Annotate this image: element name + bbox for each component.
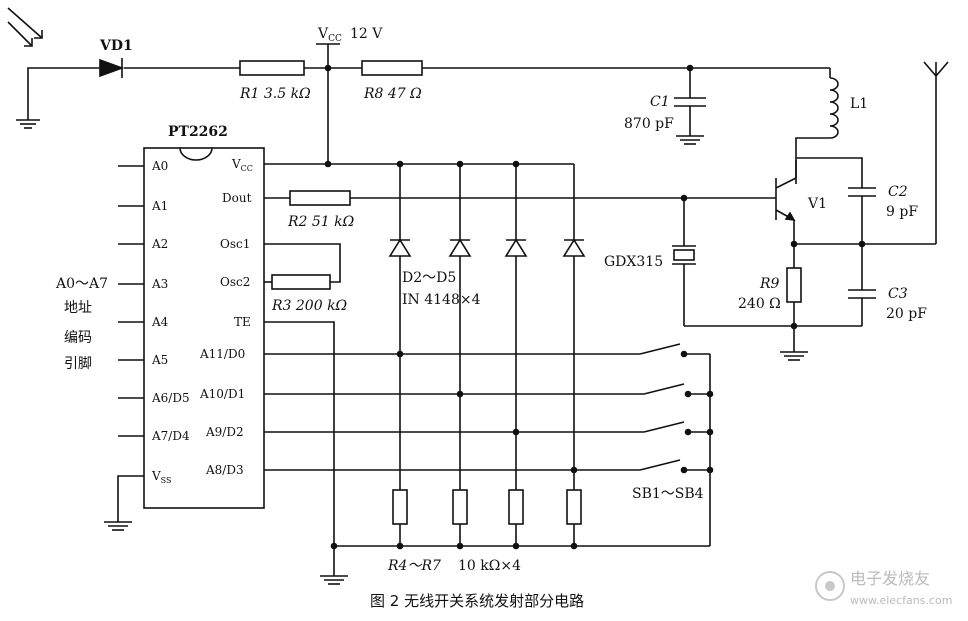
address-label-3: 引脚 (64, 356, 92, 372)
v1-label: V1 (807, 196, 827, 212)
r9-value-label: 240 Ω (738, 296, 781, 312)
pin-a2: A2 (151, 237, 168, 251)
light-arrows-icon (7, 7, 43, 47)
r4-r7-label: R4～R7 (387, 558, 441, 574)
r9-resistor (786, 267, 802, 303)
r4-r7-value-label: 10 kΩ×4 (458, 558, 521, 574)
v1-transistor-icon (756, 160, 797, 244)
r8-resistor (361, 60, 423, 76)
pin-vcc-sub: CC (241, 164, 253, 173)
pin-vcc-v: V (231, 157, 241, 171)
resistors-r4-r7 (330, 489, 710, 550)
pin-te: TE (234, 315, 251, 329)
pin-vss-sub: SS (161, 476, 172, 485)
vcc-supply-node (316, 43, 340, 168)
in4148-label: IN 4148×4 (402, 292, 481, 308)
d2-d5-label: D2～D5 (402, 270, 456, 286)
pin-osc2: Osc2 (220, 275, 250, 289)
gdx315-resonator-icon (672, 194, 696, 326)
l1-inductor-icon (795, 68, 839, 184)
sb1-sb4-label: SB1～SB4 (632, 486, 704, 502)
vcc-top-v: V (317, 26, 329, 42)
pin-dout: Dout (222, 191, 252, 205)
pin-a5: A5 (151, 353, 168, 367)
pin-a10d1: A10/D1 (199, 387, 245, 401)
r9-name-label: R9 (759, 276, 780, 292)
ground-vss-icon (104, 521, 132, 531)
r3-resistor (271, 274, 331, 290)
watermark-text: 电子发烧友 (850, 569, 930, 588)
antenna-icon (923, 61, 949, 244)
r2-resistor (289, 190, 351, 206)
c1-capacitor-icon (674, 64, 706, 145)
pin-vss-v: V (151, 469, 161, 483)
figure-caption: 图 2 无线开关系统发射部分电路 (370, 592, 584, 610)
c2-value-label: 9 pF (886, 204, 918, 220)
vcc-top-label: VCC (317, 26, 342, 44)
switches-sb1-sb4-icon (639, 343, 714, 546)
watermark-logo-icon (815, 571, 845, 601)
address-label-2: 编码 (64, 330, 92, 346)
ground-r9-icon (780, 351, 808, 361)
c1-value-label: 870 pF (624, 116, 674, 132)
pt2262-chip (143, 147, 265, 509)
diodes-d2-d5-icon (388, 160, 586, 490)
vd1-diode-icon (99, 58, 125, 78)
watermark-url: www.elecfans.com (850, 594, 952, 607)
chip-right-wires (264, 163, 756, 576)
l1-label: L1 (850, 96, 868, 112)
c1-name-label: C1 (650, 94, 670, 110)
vcc-top-sub: CC (328, 34, 342, 44)
ground-te-icon (320, 575, 348, 585)
pin-a8d3: A8/D3 (205, 463, 244, 477)
pin-a4: A4 (151, 315, 169, 329)
pin-vcc: VCC (231, 157, 253, 173)
pin-a7d4: A7/D4 (151, 429, 190, 443)
r3-label: R3 200 kΩ (271, 298, 348, 314)
r2-label: R2 51 kΩ (287, 214, 355, 230)
address-label-1: 地址 (64, 300, 92, 316)
pin-osc1: Osc1 (220, 237, 250, 251)
gdx315-label: GDX315 (604, 254, 663, 270)
pin-a3: A3 (151, 277, 168, 291)
pin-a6d5: A6/D5 (151, 391, 190, 405)
chip-left-pins (117, 165, 144, 522)
vcc-value-label: 12 V (350, 26, 383, 42)
rf-tank-wires (684, 157, 936, 352)
pin-a1: A1 (151, 199, 168, 213)
a0-a7-label: A0～A7 (55, 276, 108, 292)
top-rail-wires (27, 67, 830, 120)
c3-name-label: C3 (888, 286, 908, 302)
ground-vd1-icon (16, 119, 40, 129)
pin-vss: VSS (151, 469, 172, 485)
pin-a11d0: A11/D0 (199, 347, 245, 361)
r8-label: R8 47 Ω (363, 86, 422, 102)
pin-a9d2: A9/D2 (205, 425, 244, 439)
c2-name-label: C2 (888, 184, 908, 200)
r1-label: R1 3.5 kΩ (239, 86, 311, 102)
chip-name-label: PT2262 (168, 124, 228, 140)
c3-value-label: 20 pF (886, 306, 927, 322)
r1-resistor (239, 60, 305, 76)
pin-a0: A0 (151, 159, 168, 173)
vd1-label: VD1 (99, 38, 133, 54)
